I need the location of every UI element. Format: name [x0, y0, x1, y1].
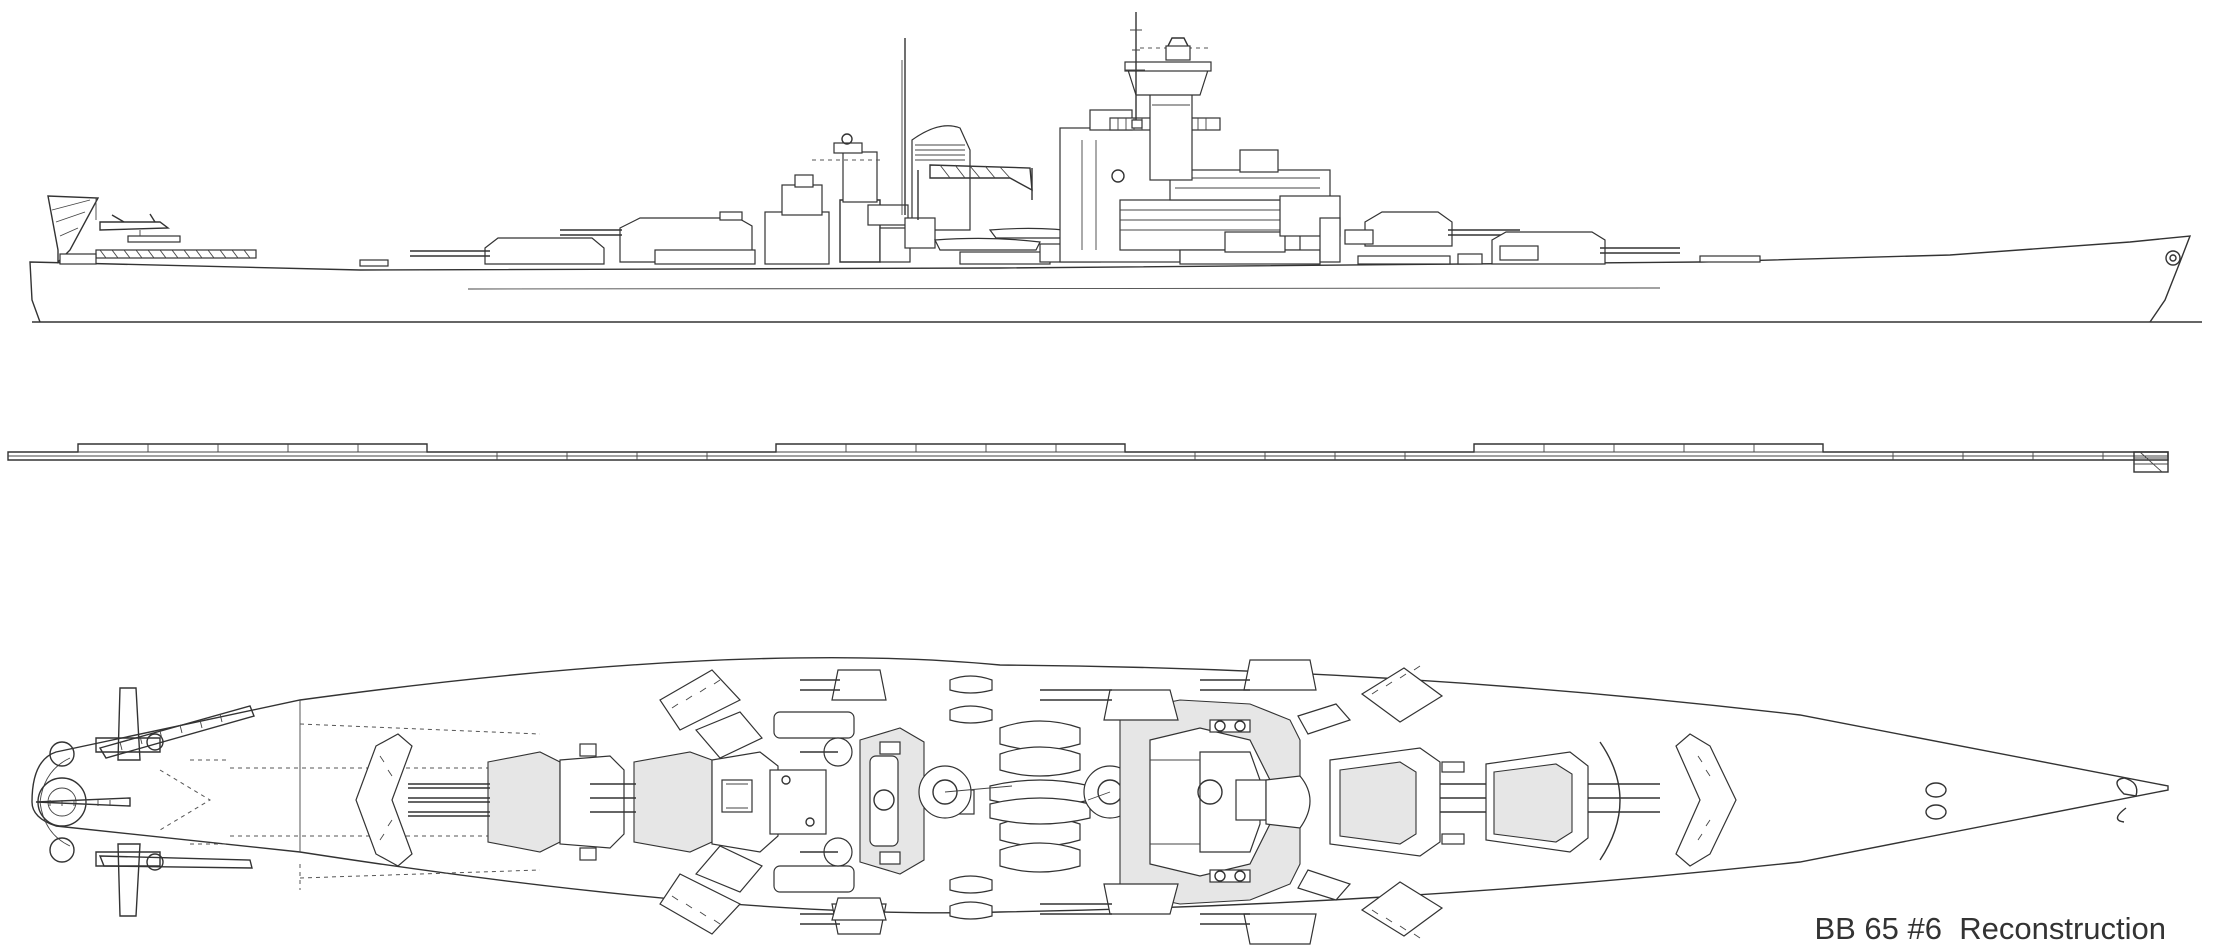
boot-topping-line [467, 287, 1661, 290]
main-turret-2-plan [590, 751, 779, 853]
deckhouse-forward [1357, 255, 1451, 265]
floatplane [99, 213, 181, 243]
aa-mount-forward-chevron [1675, 733, 1737, 867]
drawing-caption: BB 65 #6 Reconstruction [1814, 911, 2166, 946]
aircraft-plan [95, 687, 164, 917]
fore-tower [1124, 12, 1212, 181]
deck-profile-hatch [2133, 451, 2169, 473]
5in-mounts-aft [800, 669, 887, 935]
main-turret-front-plan [1485, 741, 1660, 861]
forward-superstructure [1059, 109, 1341, 265]
main-turret-front-profile [1491, 231, 1680, 265]
hull-outline [29, 235, 2192, 323]
hull-plan-outline [31, 656, 2169, 914]
aft-funnel-plan [859, 727, 925, 875]
aa-mounts-aft [659, 669, 763, 935]
catapults-plan [98, 705, 255, 869]
secondary-battery-plan [769, 711, 855, 893]
boat-crane [917, 164, 1033, 220]
aft-superstructure [654, 133, 911, 265]
main-turret-1-profile [1344, 211, 1520, 247]
20mm-guns-forward [1209, 719, 1251, 883]
aircraft-catapult [59, 249, 257, 265]
aircraft-crane [47, 195, 100, 264]
aa-mounts-forward [1040, 659, 1444, 945]
anchor-gear-plan [1925, 777, 2138, 823]
forward-superstructure-plan [1119, 699, 1311, 905]
bow-vent [1699, 255, 1761, 263]
main-turret-3-plan [408, 743, 625, 861]
stern-cranes-plan [35, 741, 131, 863]
main-turret-1-plan [1329, 747, 1486, 857]
aa-mount-aft-chevron [355, 733, 413, 867]
aft-vent [359, 259, 389, 267]
boats-plan [949, 675, 1091, 920]
main-turret-3-profile [410, 237, 605, 265]
plan-view [31, 656, 2169, 945]
aft-funnel [904, 125, 971, 249]
deck-profile-view [7, 443, 2169, 473]
hawse-pipe [2165, 250, 2181, 266]
side-profile-view [29, 12, 2202, 323]
